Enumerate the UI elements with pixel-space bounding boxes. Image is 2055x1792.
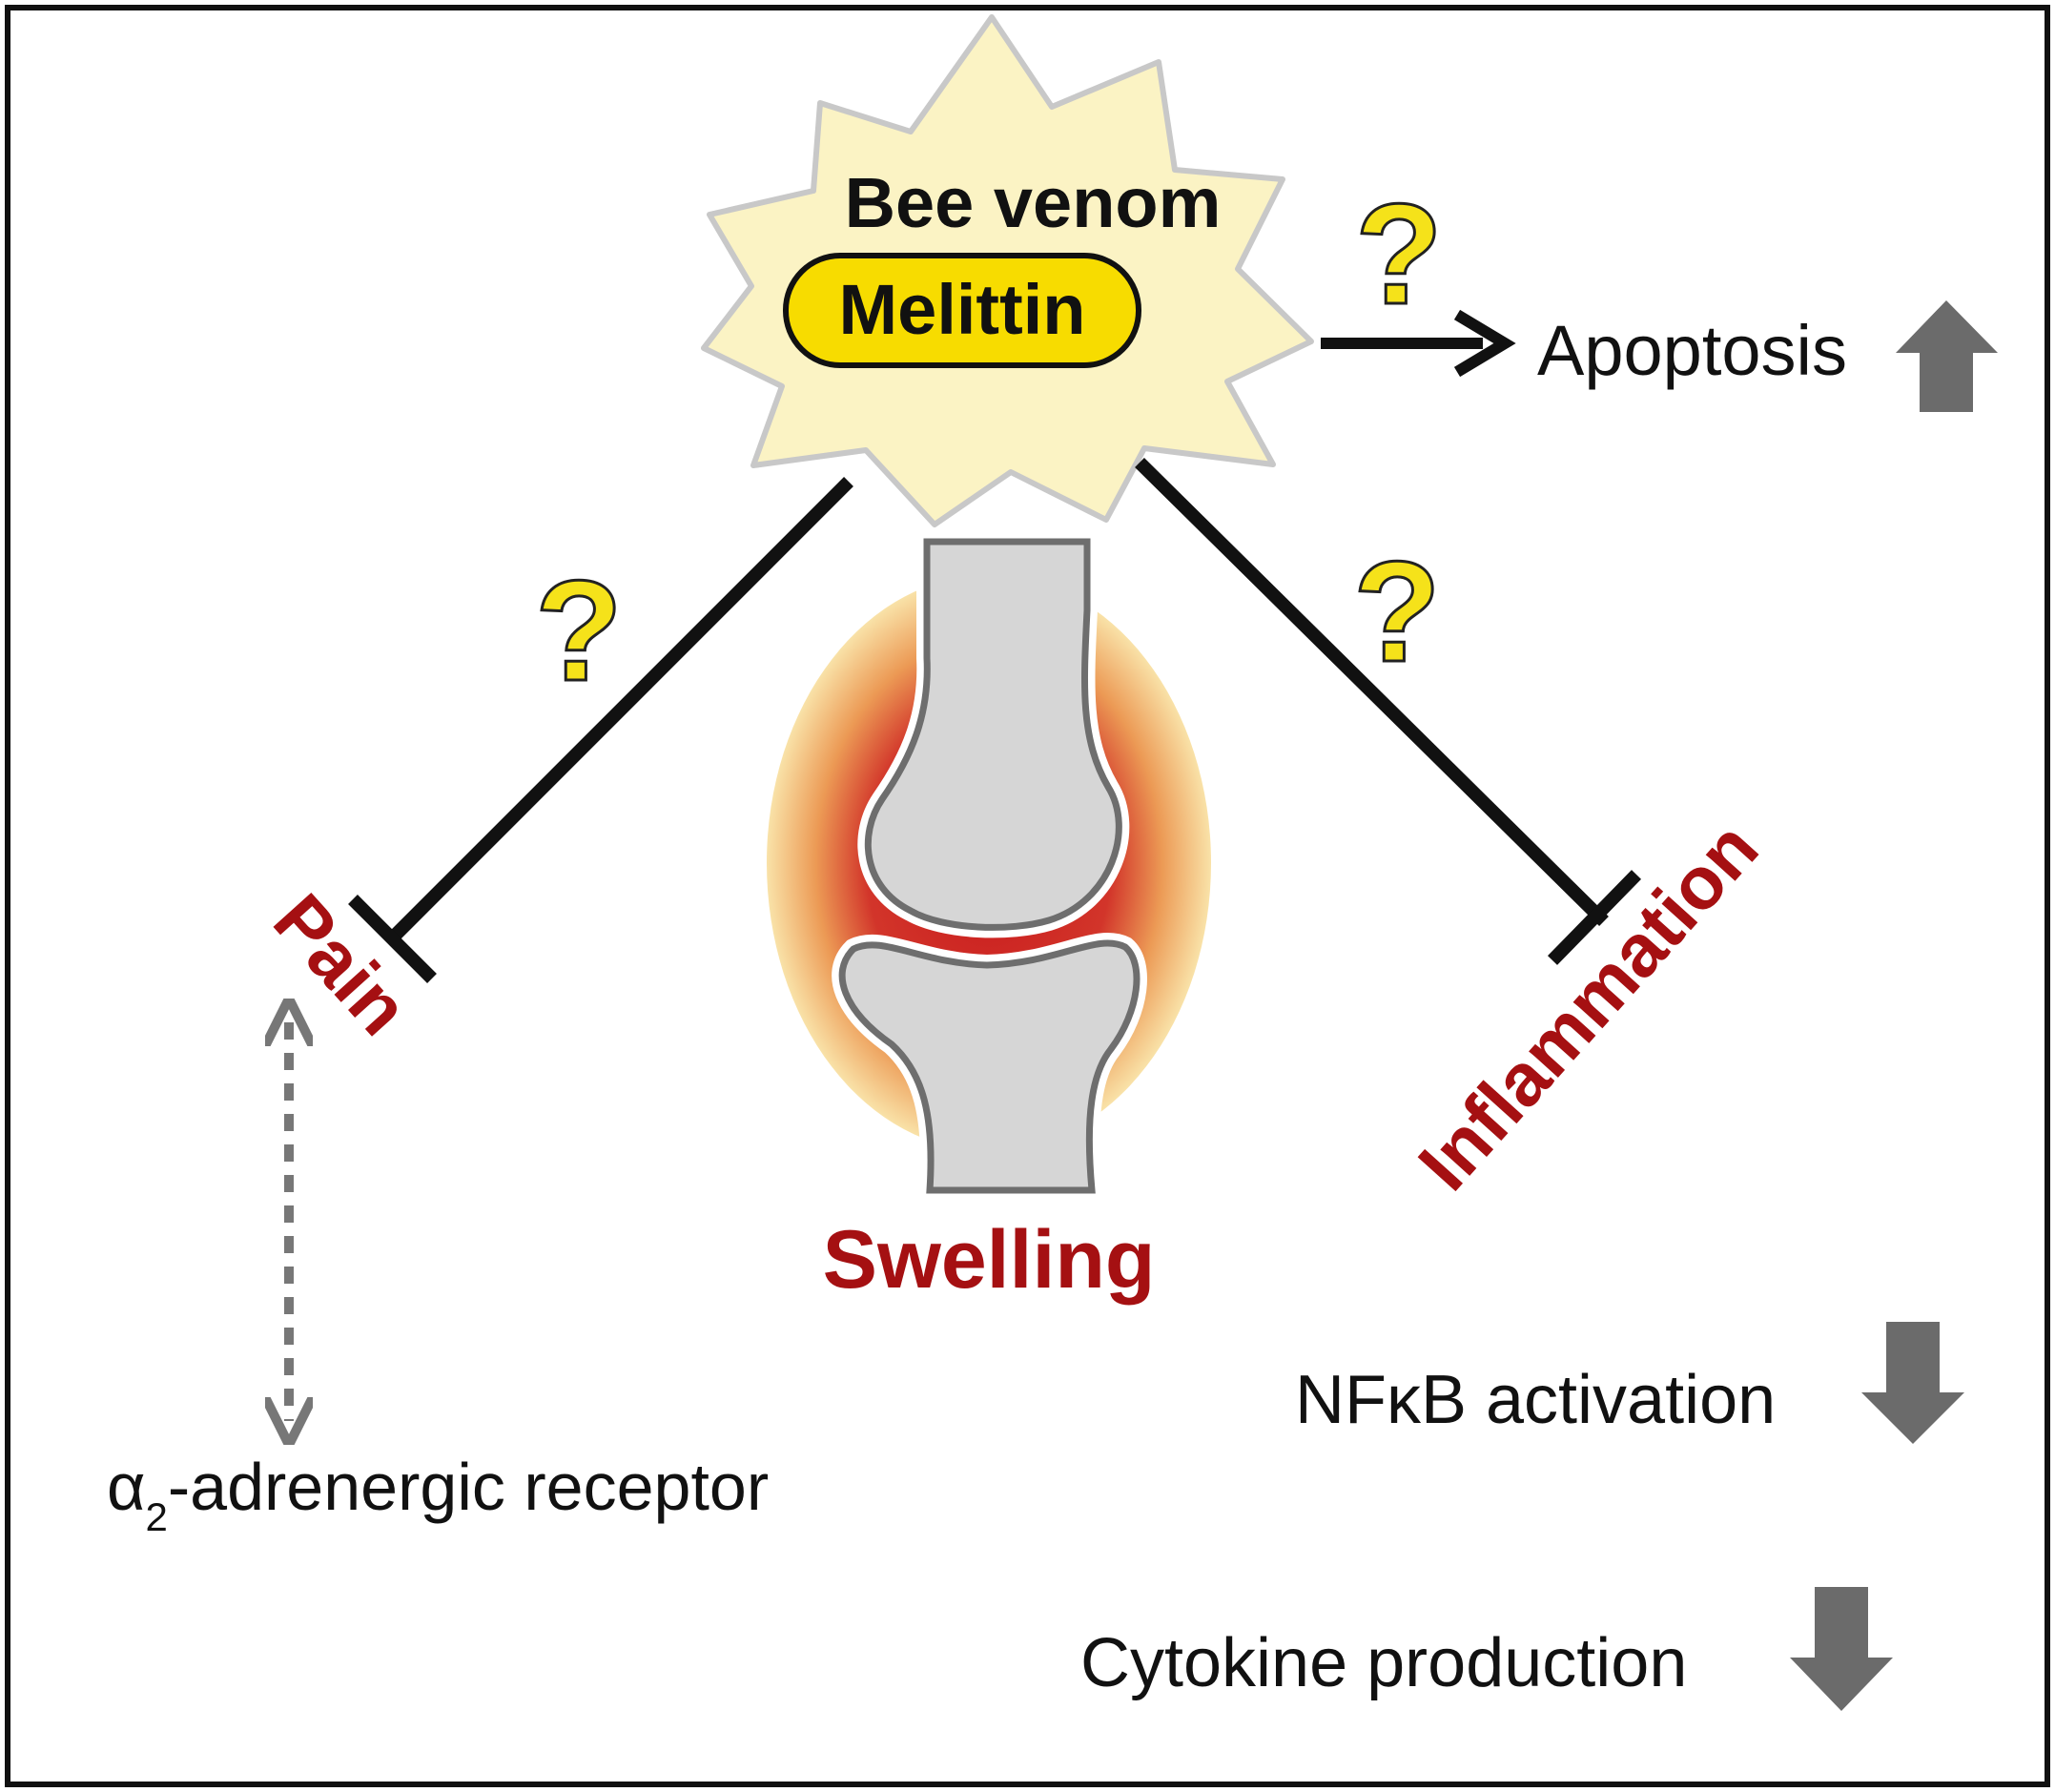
question-mark-apoptosis: ?	[1355, 174, 1443, 334]
question-mark-inflammation: ?	[1353, 531, 1441, 691]
arrow-up-icon	[1896, 300, 1998, 412]
receptor-suffix: -adrenergic receptor	[168, 1450, 769, 1524]
receptor-alpha: α	[107, 1450, 145, 1524]
apoptosis-arrow	[1321, 309, 1516, 378]
arrow-down-icon	[1790, 1587, 1893, 1711]
upper-bone	[864, 538, 1122, 931]
arrow-down-icon	[1861, 1322, 1964, 1444]
bee-venom-burst: Bee venom Melittin	[701, 14, 1314, 527]
nfkb-label: NFκB activation	[1295, 1362, 1776, 1438]
swelling-label: Swelling	[823, 1214, 1156, 1306]
bee-venom-label: Bee venom	[845, 163, 1222, 242]
receptor-subscript: 2	[145, 1494, 167, 1539]
cytokine-label: Cytokine production	[1080, 1625, 1687, 1701]
pain-inhibition-line	[348, 477, 853, 983]
melittin-pill	[783, 253, 1141, 368]
question-mark-pain: ?	[535, 550, 623, 711]
lower-bone	[838, 939, 1141, 1194]
joint-illustration	[767, 531, 1211, 1201]
melittin-label: Melittin	[839, 270, 1086, 349]
inflammation-inhibition-line	[1135, 458, 1642, 965]
receptor-label: α2-adrenergic receptor	[107, 1450, 769, 1539]
apoptosis-label: Apoptosis	[1537, 311, 1847, 390]
